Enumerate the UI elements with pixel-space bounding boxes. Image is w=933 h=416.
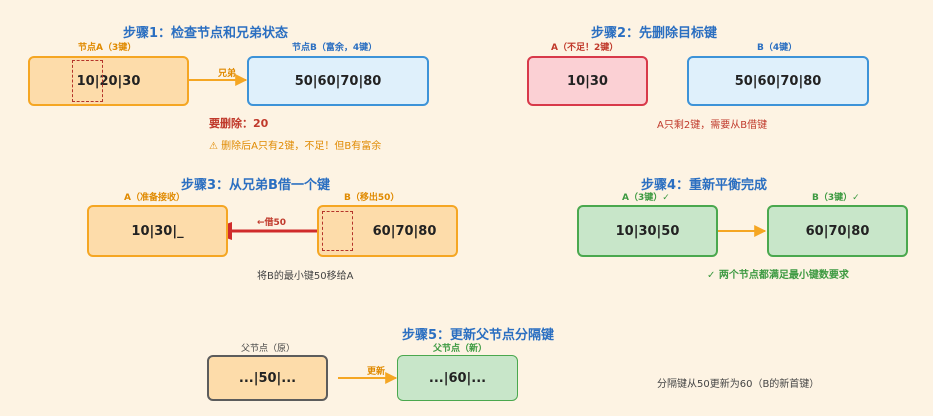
step3-node-b-label: B（移出50） <box>344 193 400 203</box>
step4-node-b: 60|70|80 <box>767 205 908 257</box>
step4-node-a-label: A（3键）✓ <box>622 193 670 203</box>
step3-node-a: 10|30|_ <box>87 205 228 257</box>
step3-title: 步骤3：从兄弟B借一个键 <box>181 178 330 193</box>
step2-note: A只剩2键，需要从B借键 <box>657 120 768 131</box>
step5-new-keys: ...|60|... <box>428 370 487 386</box>
step4-node-a-keys: 10|30|50 <box>615 223 680 239</box>
step5-new-parent-node: ...|60|... <box>397 355 518 401</box>
step2-title: 步骤2：先删除目标键 <box>591 26 718 41</box>
step1-node-a-keys: 10|20|30 <box>76 73 141 89</box>
step4-node-a: 10|30|50 <box>577 205 718 257</box>
step1-title: 步骤1：检查节点和兄弟状态 <box>123 26 289 41</box>
step5-old-keys: ...|50|... <box>238 370 297 386</box>
step1-delete-label: 要删除：20 <box>209 117 269 130</box>
step3-node-b: 60|70|80 <box>317 205 458 257</box>
step4-node-b-keys: 60|70|80 <box>805 223 870 239</box>
step1-node-b-label: 节点B（富余，4键） <box>292 43 378 53</box>
step2-node-a-keys: 10|30 <box>567 73 608 89</box>
step1-node-b: 50|60|70|80 <box>247 56 429 106</box>
step2-node-a: 10|30 <box>527 56 648 106</box>
step5-old-parent-node: ...|50|... <box>207 355 328 401</box>
step5-old-label: 父节点（原） <box>241 344 296 354</box>
step1-node-a-label: 节点A（3键） <box>78 43 137 53</box>
step4-title: 步骤4：重新平衡完成 <box>641 178 768 193</box>
step2-node-b-keys: 50|60|70|80 <box>734 73 822 89</box>
step3-moved-key-placeholder <box>322 211 353 251</box>
step3-node-a-label: A（准备接收） <box>124 193 185 203</box>
step3-note: 将B的最小键50移给A <box>257 271 354 282</box>
step1-delete-highlight <box>72 60 103 102</box>
step1-node-a: 10|20|30 <box>28 56 189 106</box>
step2-node-b-label: B（4键） <box>757 43 798 53</box>
step5-arrow-label: 更新 <box>367 367 386 377</box>
step3-node-b-keys: 60|70|80 <box>372 223 437 239</box>
step3-node-a-keys: 10|30|_ <box>131 223 184 239</box>
step4-node-b-label: B（3键）✓ <box>812 193 860 203</box>
step4-note: ✓ 两个节点都满足最小键数要求 <box>707 270 849 281</box>
step2-node-b: 50|60|70|80 <box>687 56 869 106</box>
step5-note: 分隔键从50更新为60（B的新首键） <box>657 379 820 390</box>
step5-title: 步骤5：更新父节点分隔键 <box>402 328 555 343</box>
step1-warning: ⚠ 删除后A只有2键，不足！但B有富余 <box>209 141 382 152</box>
step1-node-b-keys: 50|60|70|80 <box>294 73 382 89</box>
step2-node-a-label: A（不足！2键） <box>551 43 619 53</box>
step5-new-label: 父节点（新） <box>433 344 488 354</box>
step3-arrow-label: ←借50 <box>257 218 287 228</box>
step1-arrow-label: 兄弟 <box>218 69 237 79</box>
